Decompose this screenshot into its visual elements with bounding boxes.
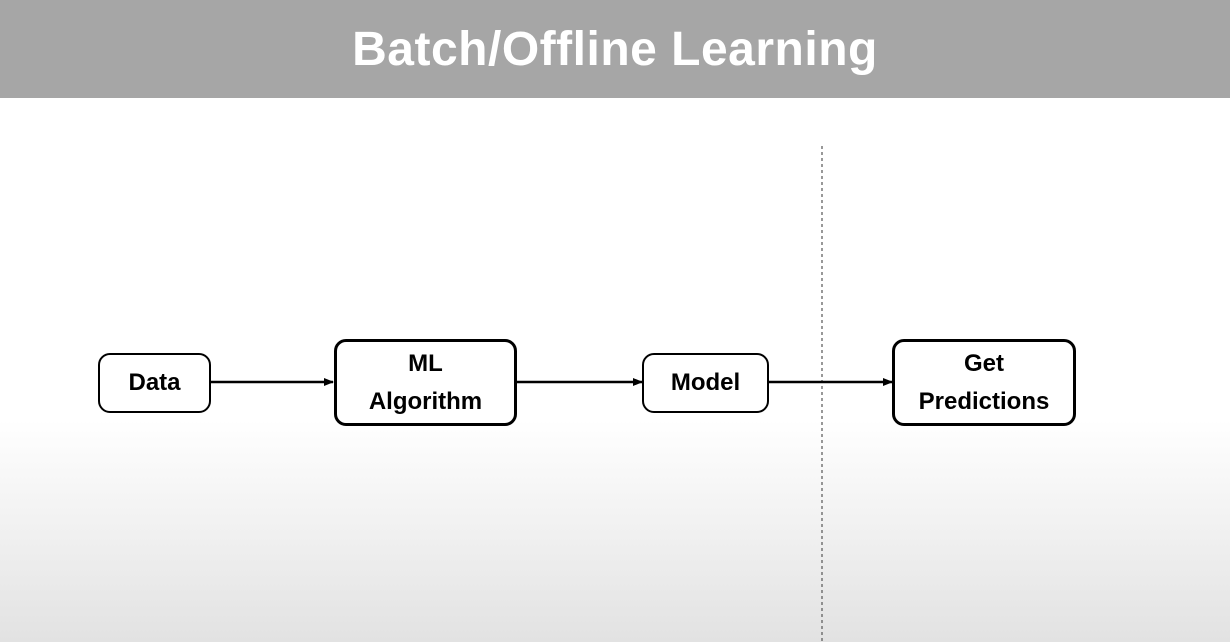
- node-get-predictions-line-2: Predictions: [918, 387, 1050, 415]
- node-data: Data: [98, 353, 211, 413]
- page-title: Batch/Offline Learning: [352, 22, 878, 76]
- node-data-label: Data: [128, 369, 181, 396]
- node-model-label: Model: [670, 369, 741, 396]
- node-model: Model: [642, 353, 769, 413]
- node-ml-algorithm: ML Algorithm: [334, 339, 517, 426]
- node-ml-algorithm-line-1: ML: [408, 349, 443, 377]
- node-get-predictions: Get Predictions: [892, 339, 1076, 426]
- node-ml-algorithm-line-2: Algorithm: [368, 387, 483, 415]
- node-get-predictions-line-1: Get: [963, 349, 1004, 377]
- title-bar: Batch/Offline Learning: [0, 0, 1230, 98]
